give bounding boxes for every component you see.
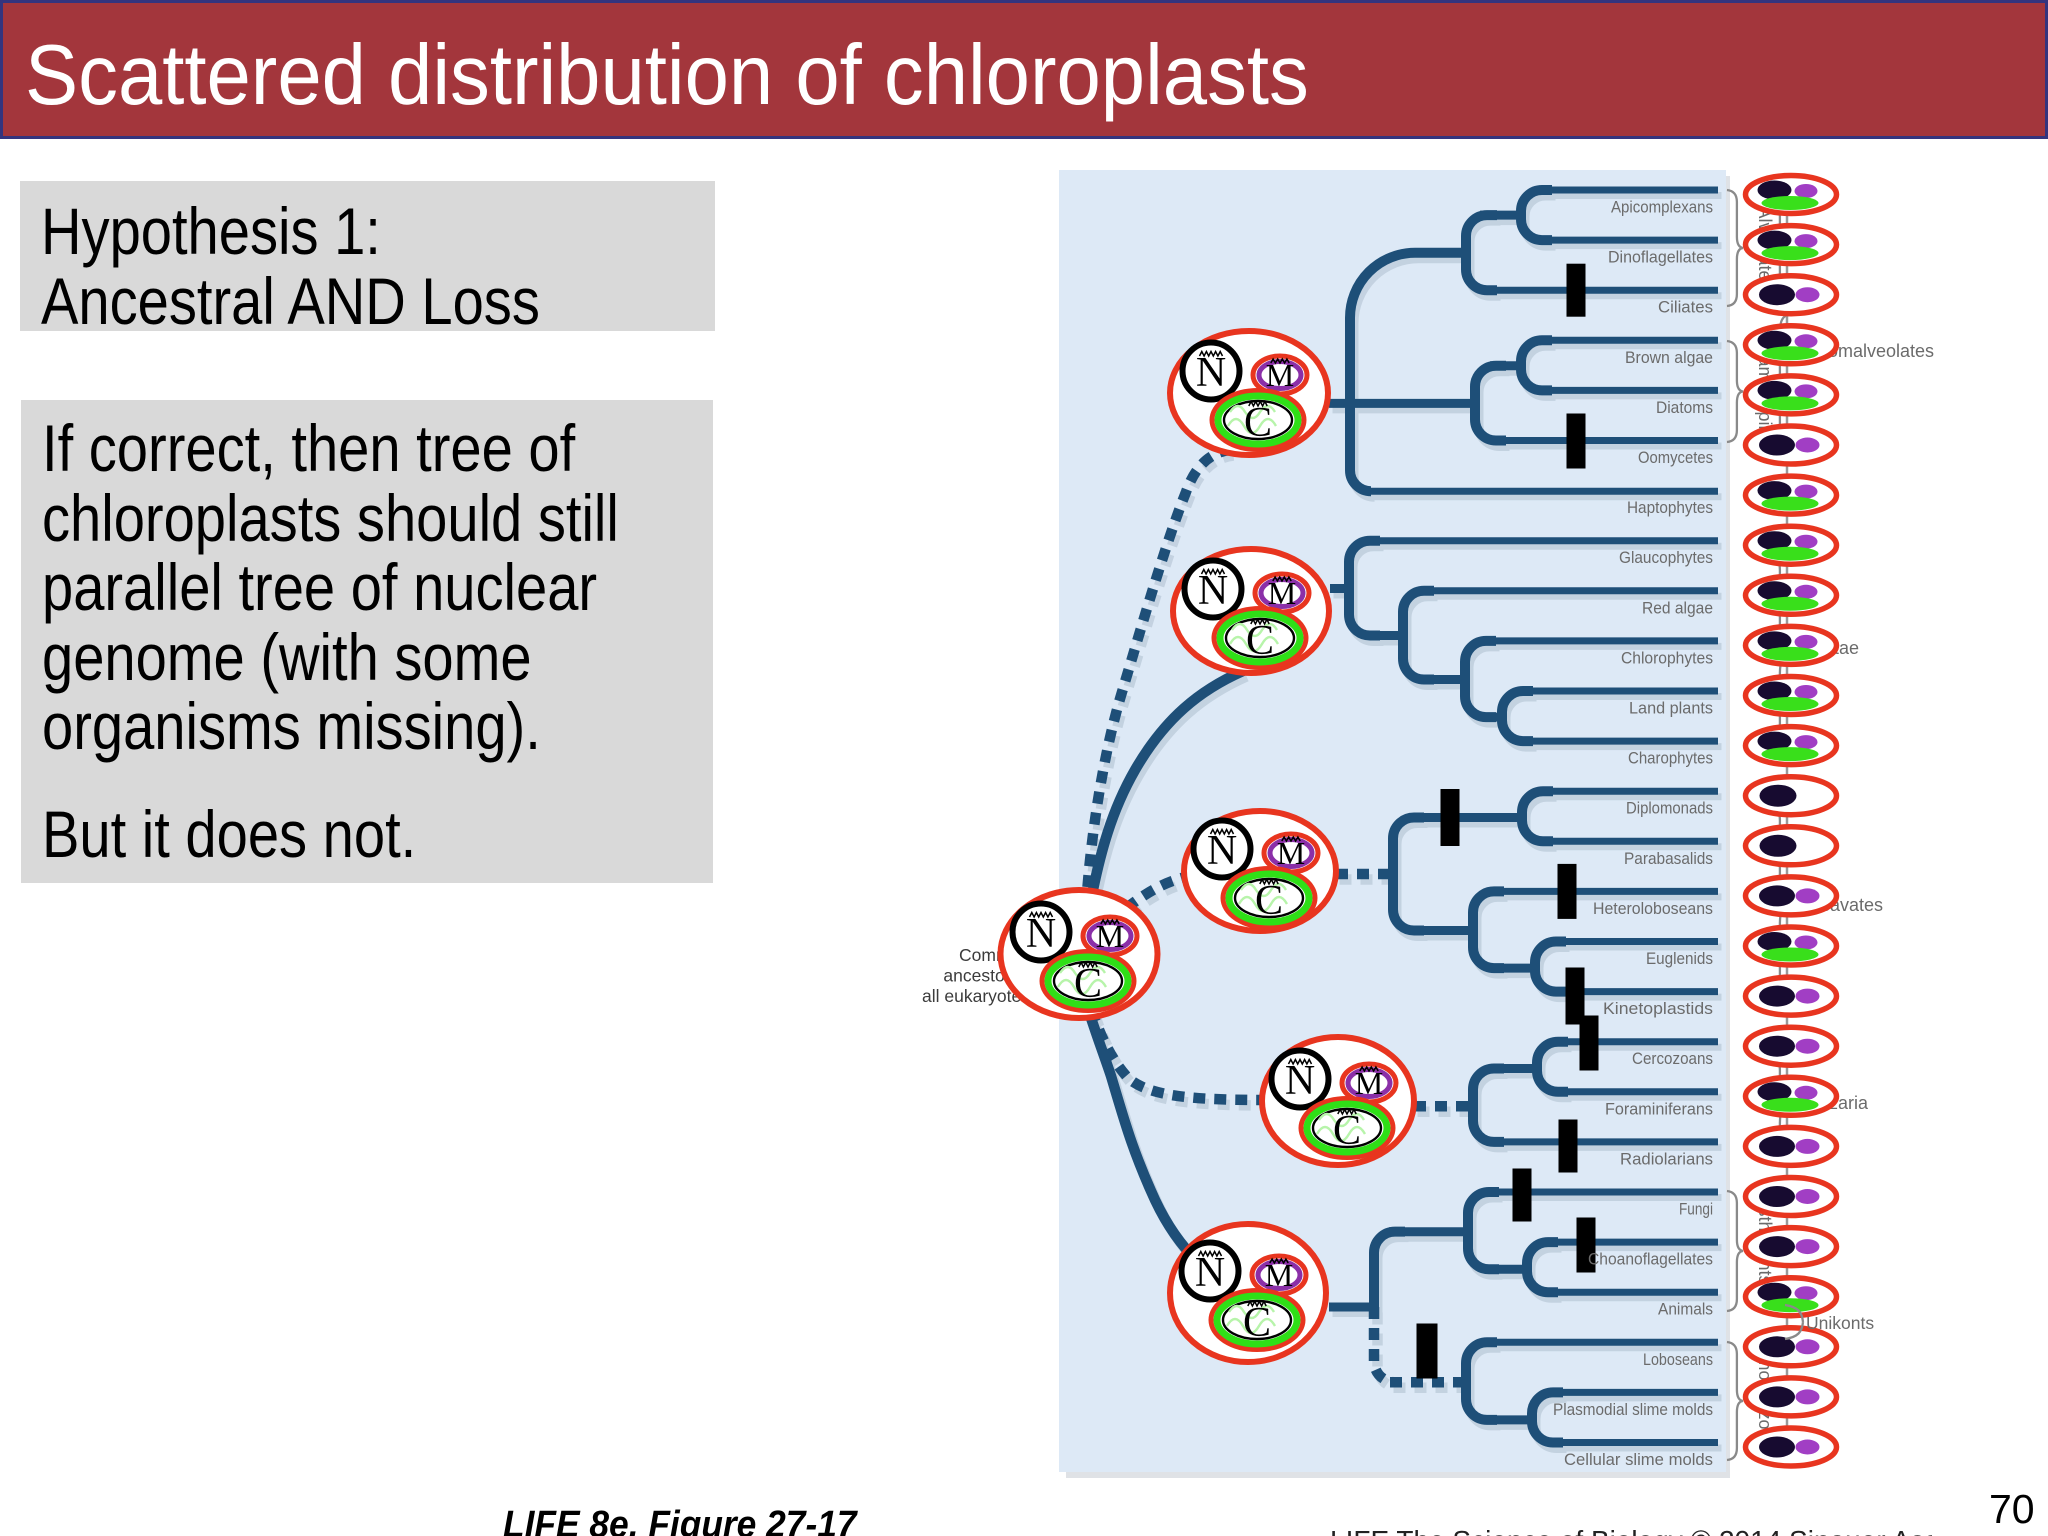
svg-text:Fungi: Fungi [1679,1200,1713,1219]
svg-text:70: 70 [1989,1486,2035,1532]
svg-text:Unikonts: Unikonts [1806,1313,1874,1333]
svg-text:Land plants: Land plants [1629,699,1713,718]
svg-text:C: C [1243,1300,1271,1346]
svg-text:all eukaryotes: all eukaryotes [922,986,1030,1006]
svg-text:Euglenids: Euglenids [1646,949,1713,968]
svg-text:Animals: Animals [1658,1300,1713,1319]
svg-text:C: C [1246,618,1274,664]
svg-text:Foraminiferans: Foraminiferans [1605,1099,1713,1118]
svg-text:Choanoflagellates: Choanoflagellates [1588,1250,1713,1269]
svg-text:Cercozoans: Cercozoans [1632,1049,1713,1068]
svg-text:Loboseans: Loboseans [1643,1350,1713,1369]
svg-text:Diatoms: Diatoms [1656,398,1713,417]
svg-text:Parabasalids: Parabasalids [1624,849,1713,868]
svg-text:Cellular slime molds: Cellular slime molds [1564,1450,1713,1469]
svg-text:Red algae: Red algae [1642,598,1713,617]
svg-text:Oomycetes: Oomycetes [1638,448,1713,467]
svg-text:Brown algae: Brown algae [1625,348,1713,367]
svg-text:Haptophytes: Haptophytes [1627,498,1713,517]
svg-text:Heteroloboseans: Heteroloboseans [1593,899,1713,918]
svg-text:C: C [1074,961,1102,1007]
svg-text:N: N [1195,1250,1225,1296]
svg-text:Chlorophytes: Chlorophytes [1621,648,1713,667]
svg-text:Charophytes: Charophytes [1628,749,1713,768]
svg-text:C: C [1244,400,1272,446]
svg-text:N: N [1207,828,1237,874]
svg-text:N: N [1198,568,1228,614]
svg-text:Radiolarians: Radiolarians [1620,1149,1713,1168]
svg-text:N: N [1196,350,1226,396]
svg-text:Ciliates: Ciliates [1658,298,1713,317]
svg-text:Plasmodial slime molds: Plasmodial slime molds [1553,1400,1713,1419]
svg-text:Dinoflagellates: Dinoflagellates [1608,248,1713,267]
svg-text:Diplomonads: Diplomonads [1626,799,1713,818]
svg-text:Kinetoplastids: Kinetoplastids [1603,999,1713,1018]
svg-text:C: C [1255,878,1283,924]
svg-text:Glaucophytes: Glaucophytes [1619,548,1713,567]
svg-text:N: N [1026,911,1056,957]
svg-text:N: N [1285,1058,1315,1104]
svg-text:Apicomplexans: Apicomplexans [1611,198,1713,217]
svg-text:C: C [1333,1108,1361,1154]
